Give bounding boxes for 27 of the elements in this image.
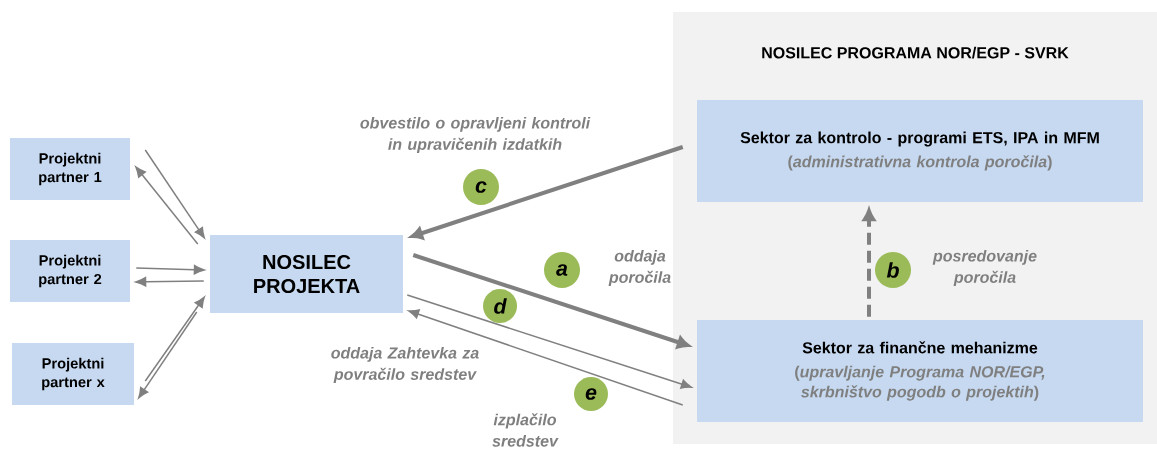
step-badge: e (574, 377, 608, 411)
edge-label: posredovanje poročila (932, 249, 1037, 287)
arrow (410, 145, 684, 240)
arrow (406, 294, 692, 389)
arrow (135, 264, 205, 275)
arrow (862, 208, 876, 317)
process-box: NOSILEC PROJEKTA (210, 235, 403, 313)
process-box: Projektni partner 2 (10, 240, 130, 302)
step-badge: b (875, 252, 911, 288)
arrow (135, 166, 199, 245)
step-badge: a (544, 252, 580, 288)
edge-label: oddaja poročila (608, 249, 671, 287)
process-box: Sektor za kontrolo - programi ETS, IPA in MFM (administrativna kontrola poročila) (697, 100, 1143, 202)
arrow (144, 296, 205, 382)
process-box: Projektni partner 1 (10, 138, 130, 200)
process-box: Sektor za finančne mehanizme (upravljanje Programa NOR/EGP, skrbništvo pogodb o projektih) (697, 320, 1143, 422)
arrow (412, 253, 690, 349)
step-badge: d (483, 289, 517, 323)
edge-label: oddaja Zahtevka za povračilo sredstev (331, 346, 479, 384)
step-badge: c (463, 169, 499, 205)
edge-label: obvestilo o opravljeni kontroli in upravičenih izdatkih (360, 116, 591, 154)
arrow (135, 276, 205, 287)
arrow (408, 309, 684, 406)
arrow (138, 311, 198, 399)
arrow (144, 149, 205, 239)
edge-label: izplačilo sredstev (492, 413, 559, 447)
process-box: Projektni partner x (12, 343, 134, 405)
